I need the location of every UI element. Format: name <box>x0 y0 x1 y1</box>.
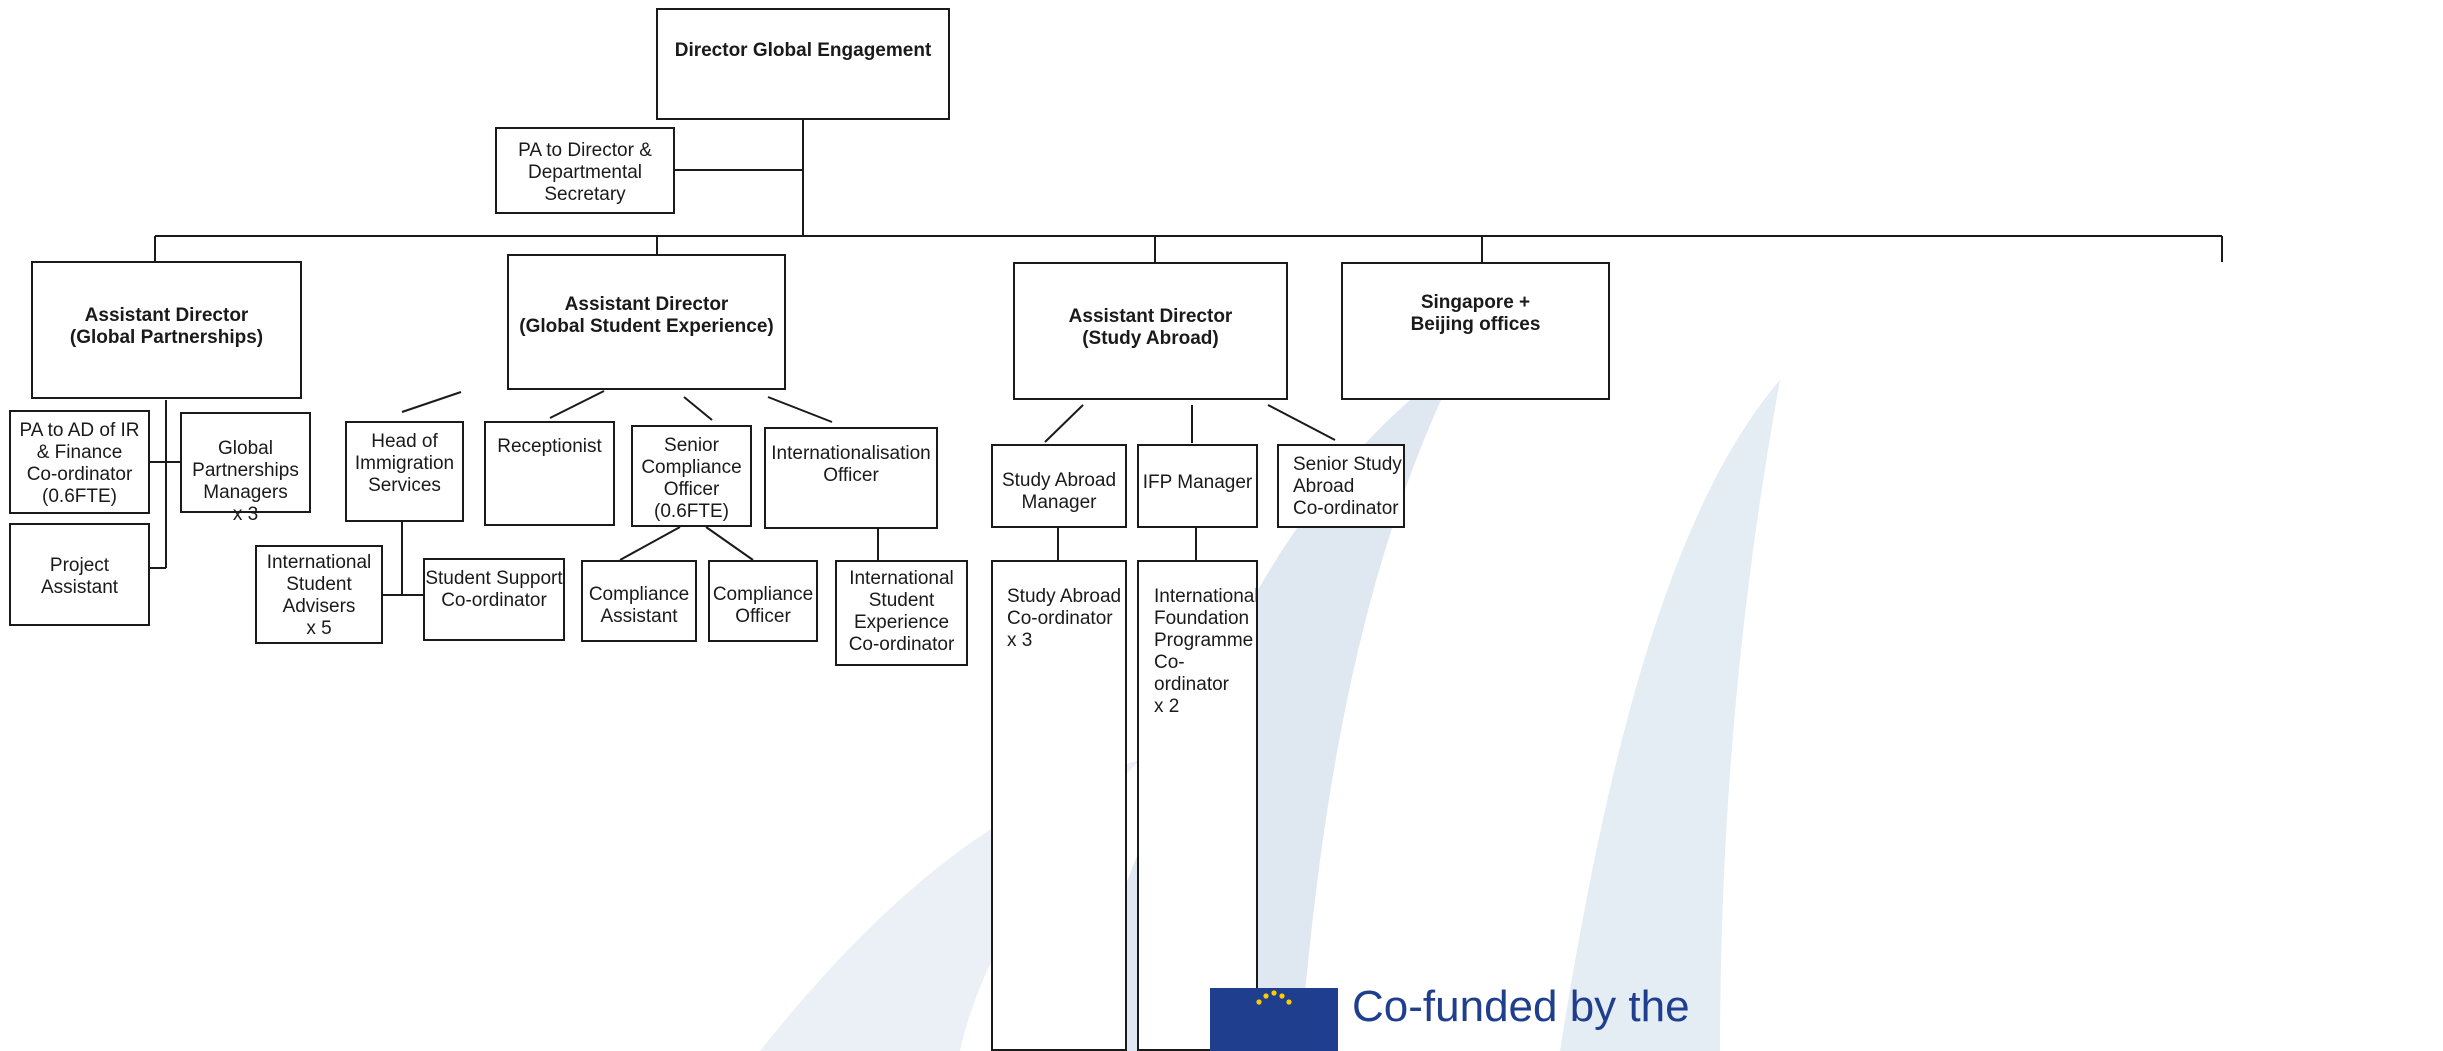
ad-global-partnerships-label: Assistant Director (Global Partnerships) <box>69 305 264 348</box>
head-immigration-box: Head of Immigration Services <box>345 421 464 522</box>
ifp-coordinator-box: International Foundation Programme Co-or… <box>1137 560 1259 1051</box>
pa-ad-ir-label: PA to AD of IR & Finance Co-ordinator (0… <box>19 420 140 507</box>
watermark-swoosh-small <box>1560 380 1780 1051</box>
pa-ad-ir-box: PA to AD of IR & Finance Co-ordinator (0… <box>9 410 150 514</box>
student-support-label: Student Support Co-ordinator <box>425 568 563 611</box>
ad-global-student-experience-label: Assistant Director (Global Student Exper… <box>519 294 774 337</box>
director-box: Director Global Engagement <box>656 8 950 120</box>
senior-study-abroad-label: Senior Study Abroad Co-ordinator <box>1293 454 1402 519</box>
pa-director-box: PA to Director & Departmental Secretary <box>495 127 675 214</box>
international-student-advisers-box: International Student Advisers x 5 <box>255 545 383 644</box>
connector <box>683 396 713 421</box>
director-label: Director Global Engagement <box>674 40 932 61</box>
eu-stars-icon <box>1256 990 1292 1005</box>
connector <box>619 526 681 561</box>
study-abroad-manager-box: Study Abroad Manager <box>991 444 1127 528</box>
compliance-officer-box: Compliance Officer <box>708 560 818 642</box>
receptionist-label: Receptionist <box>497 436 602 457</box>
international-student-experience-box: International Student Experience Co-ordi… <box>835 560 968 666</box>
ad-study-abroad-box: Assistant Director (Study Abroad) <box>1013 262 1288 400</box>
project-assistant-box: Project Assistant <box>9 523 150 626</box>
connector <box>549 390 605 419</box>
pa-director-label: PA to Director & Departmental Secretary <box>518 140 652 205</box>
international-student-experience-label: International Student Experience Co-ordi… <box>848 568 955 655</box>
internationalisation-officer-label: Internationalisation Officer <box>771 443 931 486</box>
senior-compliance-box: Senior Compliance Officer (0.6FTE) <box>631 425 752 527</box>
study-abroad-manager-label: Study Abroad Manager <box>1001 470 1117 513</box>
study-abroad-coordinator-box: Study Abroad Co-ordinator x 3 <box>991 560 1127 1051</box>
cofunded-text: Co-funded by the <box>1352 982 1690 1031</box>
connector <box>767 396 833 423</box>
connector <box>401 391 462 413</box>
eu-flag-logo <box>1210 988 1338 1051</box>
ad-global-partnerships-box: Assistant Director (Global Partnerships) <box>31 261 302 399</box>
international-student-advisers-label: International Student Advisers x 5 <box>266 552 372 639</box>
student-support-box: Student Support Co-ordinator <box>423 558 565 641</box>
ifp-manager-box: IFP Manager <box>1137 444 1258 528</box>
singapore-beijing-label: Singapore + Beijing offices <box>1410 292 1541 335</box>
compliance-assistant-label: Compliance Assistant <box>588 584 690 627</box>
senior-study-abroad-box: Senior Study Abroad Co-ordinator <box>1277 444 1405 528</box>
global-partnerships-managers-box: Global Partnerships Managers x 3 <box>180 412 311 525</box>
ifp-manager-label: IFP Manager <box>1142 472 1253 493</box>
internationalisation-officer-box: Internationalisation Officer <box>764 427 938 529</box>
global-partnerships-managers-label: Global Partnerships Managers x 3 <box>192 438 299 525</box>
receptionist-box: Receptionist <box>484 421 615 526</box>
connector <box>1044 404 1084 443</box>
ad-study-abroad-label: Assistant Director (Study Abroad) <box>1068 306 1233 349</box>
head-immigration-label: Head of Immigration Services <box>354 431 455 496</box>
compliance-assistant-box: Compliance Assistant <box>581 560 697 642</box>
study-abroad-coordinator-label: Study Abroad Co-ordinator x 3 <box>1007 586 1122 651</box>
ifp-coordinator-label: International Foundation Programme Co-or… <box>1154 586 1259 717</box>
connector <box>705 526 754 561</box>
singapore-beijing-box: Singapore + Beijing offices <box>1341 262 1610 400</box>
ad-global-student-experience-box: Assistant Director (Global Student Exper… <box>507 254 786 390</box>
senior-compliance-label: Senior Compliance Officer (0.6FTE) <box>641 435 742 522</box>
project-assistant-label: Project Assistant <box>40 555 119 598</box>
compliance-officer-label: Compliance Officer <box>712 584 814 627</box>
connector <box>1267 404 1336 441</box>
